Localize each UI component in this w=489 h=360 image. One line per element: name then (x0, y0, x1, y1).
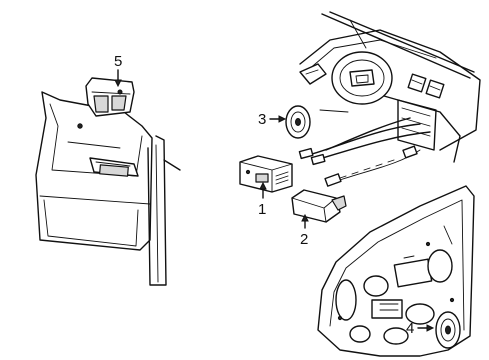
door-inner-panel (317, 185, 475, 357)
b-pillar (147, 135, 181, 286)
wiring-harness (298, 117, 431, 187)
door-trim-panel (35, 91, 153, 251)
front-speaker-part (285, 105, 311, 139)
callout-1: 1 (258, 201, 266, 218)
callout-4: 4 (406, 320, 414, 337)
callout-5: 5 (114, 53, 122, 70)
door-speaker-part (435, 311, 461, 349)
door-lock-switch-part (85, 77, 135, 117)
control-module-part (239, 155, 293, 193)
amplifier-module-part (291, 189, 347, 223)
callout-2: 2 (300, 231, 308, 248)
instrument-panel (299, 11, 481, 163)
callout-3: 3 (258, 111, 266, 128)
